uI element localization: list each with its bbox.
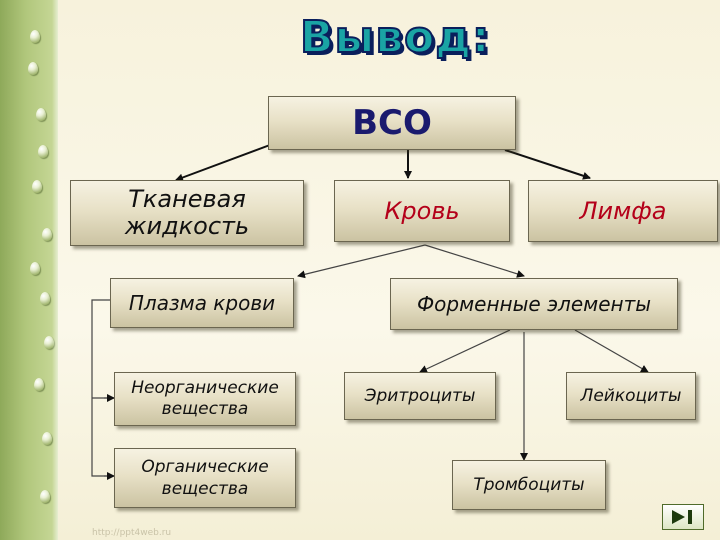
node-inorganic: Неорганические вещества: [114, 372, 296, 426]
arrow-root-to-lymph: [504, 149, 591, 180]
node-root-label: ВСО: [352, 103, 432, 143]
node-organic-line1: Органические: [141, 457, 269, 477]
water-drop-icon: [40, 292, 50, 305]
water-drop-icon: [38, 145, 48, 158]
node-tissue-fluid-line2: жидкость: [124, 212, 250, 240]
water-drop-icon: [30, 262, 40, 275]
node-lymph-label: Лимфа: [579, 197, 667, 225]
node-leukocytes-label: Лейкоциты: [580, 386, 682, 406]
end-navigation-icon: [672, 510, 692, 524]
water-drop-icon: [42, 432, 52, 445]
arrow-formed-to-leukocytes: [574, 329, 649, 373]
end-navigation-button[interactable]: [662, 504, 704, 530]
water-drop-icon: [44, 336, 54, 349]
node-thrombocytes-label: Тромбоциты: [473, 475, 585, 495]
decorative-side-strip: [0, 0, 58, 540]
arrow-formed-to-erythrocytes: [419, 329, 511, 373]
node-tissue-fluid-line1: Тканевая: [128, 185, 246, 213]
water-drop-icon: [40, 490, 50, 503]
node-formed-elements-label: Форменные элементы: [416, 292, 652, 316]
bracket-plasma-to-organic: [91, 299, 114, 477]
water-drop-icon: [28, 62, 38, 75]
node-formed-elements: Форменные элементы: [390, 278, 678, 330]
node-blood: Кровь: [334, 180, 510, 242]
node-inorganic-line2: вещества: [161, 399, 249, 419]
node-erythrocytes-label: Эритроциты: [364, 386, 476, 406]
node-root: ВСО: [268, 96, 516, 150]
arrow-blood-to-plasma: [297, 244, 426, 279]
node-tissue-fluid: Тканевая жидкость: [70, 180, 304, 246]
node-plasma: Плазма крови: [110, 278, 294, 328]
node-inorganic-line1: Неорганические: [131, 378, 279, 398]
arrow-blood-to-formed-elements: [424, 244, 525, 278]
node-leukocytes: Лейкоциты: [566, 372, 696, 420]
node-lymph: Лимфа: [528, 180, 718, 242]
node-blood-label: Кровь: [384, 197, 460, 225]
node-organic: Органические вещества: [114, 448, 296, 508]
water-drop-icon: [42, 228, 52, 241]
water-drop-icon: [34, 378, 44, 391]
watermark: http://ppt4web.ru: [92, 528, 172, 538]
node-erythrocytes: Эритроциты: [344, 372, 496, 420]
arrow-root-to-tissue-fluid: [175, 141, 279, 182]
node-thrombocytes: Тромбоциты: [452, 460, 606, 510]
node-organic-line2: вещества: [161, 479, 249, 499]
water-drop-icon: [30, 30, 40, 43]
node-plasma-label: Плазма крови: [128, 291, 276, 315]
slide-title: Вывод:: [299, 11, 491, 64]
water-drop-icon: [36, 108, 46, 121]
water-drop-icon: [32, 180, 42, 193]
